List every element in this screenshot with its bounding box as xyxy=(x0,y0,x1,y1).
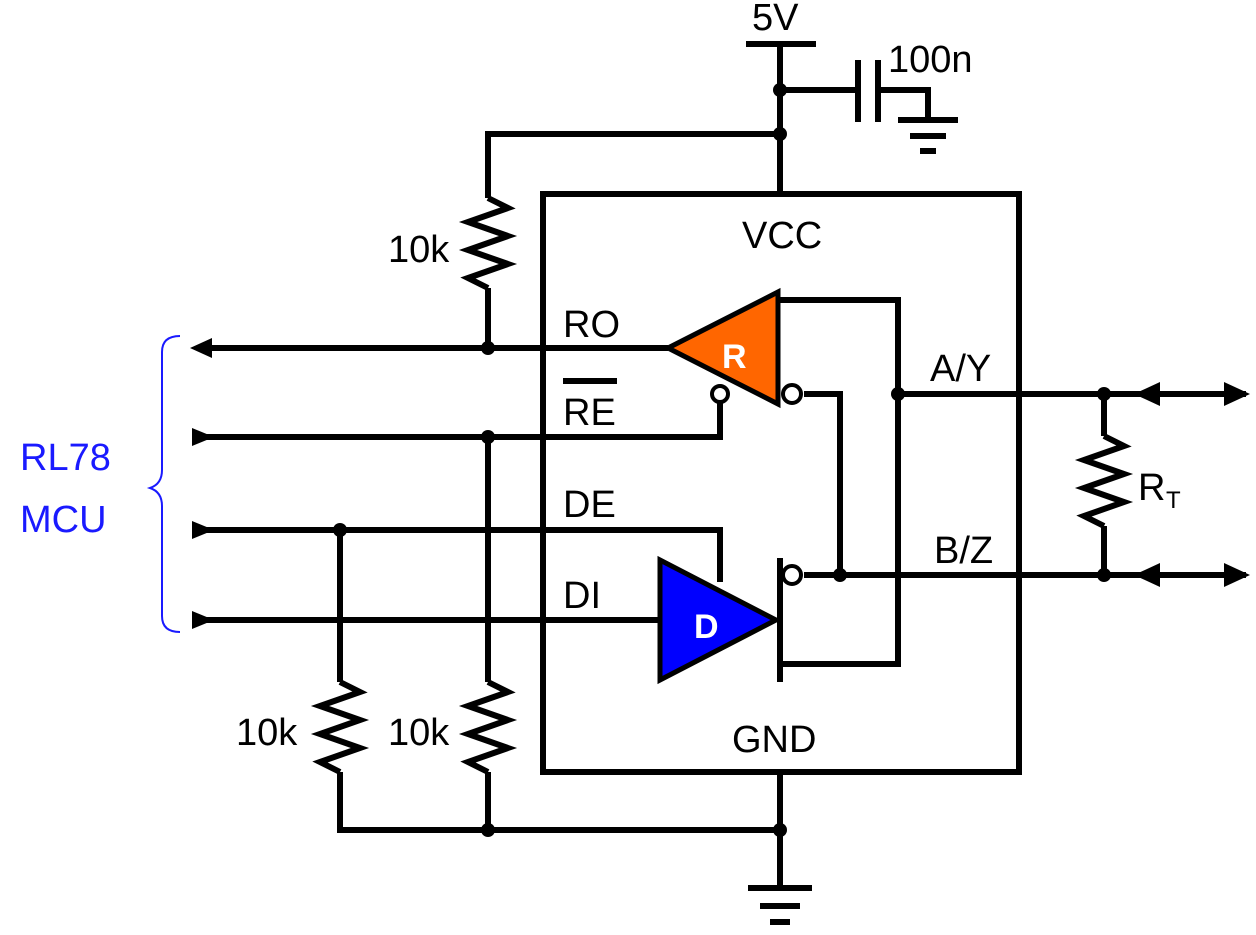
junction-dot xyxy=(833,568,847,582)
de-input-arrow xyxy=(192,521,214,539)
junction-dot xyxy=(891,387,905,401)
ground-rail xyxy=(337,772,780,833)
transceiver-chip xyxy=(540,191,1022,775)
junction-dot xyxy=(773,823,787,837)
re-input-arrow xyxy=(192,428,214,446)
mcu-label-line1: RL78 xyxy=(20,437,111,479)
receiver-symbol-label: R xyxy=(722,338,747,376)
bus-a-arrow-left xyxy=(1134,382,1160,406)
receiver-input-b xyxy=(804,391,843,575)
bus-a-arrow-right xyxy=(1224,382,1250,406)
termination-resistor-label: R xyxy=(1138,467,1165,509)
pullup-value-label: 10k xyxy=(388,229,450,271)
bus-b-arrow-left xyxy=(1134,563,1160,587)
receiver-gate xyxy=(662,287,781,409)
ro-pin-label: RO xyxy=(563,304,620,346)
junction-dot xyxy=(1097,568,1111,582)
gnd-pin-label: GND xyxy=(732,719,816,761)
junction-dot xyxy=(481,823,495,837)
re-line xyxy=(206,402,723,440)
junction-dot xyxy=(481,430,495,444)
re-pin-label: RE xyxy=(563,392,616,434)
bus-b-label: B/Z xyxy=(934,530,993,572)
di-pin-label: DI xyxy=(563,575,601,617)
bus-a-label: A/Y xyxy=(930,348,991,390)
pulldown-re-value-label: 10k xyxy=(388,712,450,754)
junction-dot xyxy=(481,341,495,355)
termination-resistor-subscript: T xyxy=(1166,487,1181,514)
ro-output-arrow xyxy=(190,338,212,358)
junction-dot xyxy=(773,127,787,141)
receiver-inverting-bubble xyxy=(781,383,803,405)
pulldown-de-resistor xyxy=(310,679,370,775)
receiver-input-a xyxy=(778,297,901,394)
driver-output-a xyxy=(780,394,901,667)
vcc-pin-label: VCC xyxy=(742,215,822,257)
termination-resistor xyxy=(1074,433,1134,529)
bus-b-arrow-right xyxy=(1224,563,1250,587)
pullup-resistor xyxy=(458,195,518,291)
pulldown-re-resistor xyxy=(458,679,518,775)
cap-value-label: 100n xyxy=(888,39,973,81)
supply-voltage-label: 5V xyxy=(752,0,799,39)
pullup-wire xyxy=(485,131,780,198)
mcu-label-line2: MCU xyxy=(20,499,107,541)
de-line xyxy=(206,527,723,582)
receiver-enable-bubble xyxy=(710,384,730,404)
driver-gate xyxy=(657,555,782,685)
di-input-arrow xyxy=(192,611,214,629)
driver-symbol-label: D xyxy=(694,608,719,646)
de-pin-label: DE xyxy=(563,484,616,526)
junction-dot xyxy=(773,83,787,97)
mcu-brace xyxy=(146,335,181,633)
pulldown-de-value-label: 10k xyxy=(236,712,298,754)
junction-dot xyxy=(333,523,347,537)
cap-ground-lead xyxy=(878,87,931,118)
driver-inverting-bubble xyxy=(781,564,803,586)
junction-dot xyxy=(1097,387,1111,401)
